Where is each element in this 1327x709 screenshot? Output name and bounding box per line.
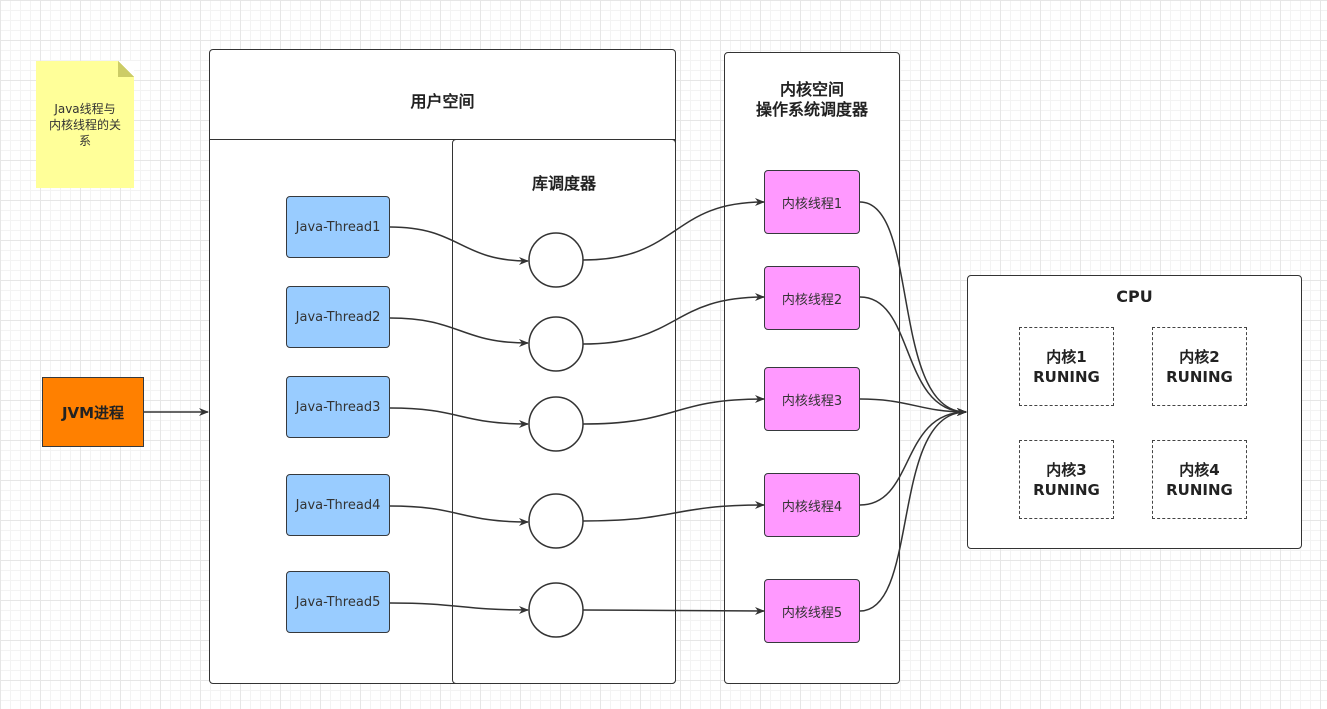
java-thread-1[interactable]: Java-Thread1 <box>286 196 390 258</box>
scheduler-slot-3[interactable] <box>528 396 584 452</box>
kernel-thread-label: 内核线程2 <box>781 292 843 308</box>
core-name: 内核1 <box>1046 347 1087 366</box>
kernel-thread-label: 内核线程4 <box>781 499 843 515</box>
user-space-title: 用户空间 <box>410 92 475 111</box>
kernel-thread-4-to-cpu-arrow <box>859 408 967 506</box>
java-thread-5[interactable]: Java-Thread5 <box>286 571 390 633</box>
kernel-thread-label: 内核线程3 <box>781 393 843 409</box>
kernel-thread-label: 内核线程1 <box>781 196 843 212</box>
kernel-space-title-line1: 内核空间 <box>779 80 844 99</box>
core-status: RUNING <box>1166 480 1233 499</box>
jvm-process-box[interactable]: JVM进程 <box>42 377 144 447</box>
library-scheduler-title: 库调度器 <box>531 174 596 193</box>
kernel-thread-5-to-cpu-arrow <box>859 408 967 612</box>
kernel-thread-1-to-cpu-arrow <box>859 201 967 416</box>
scheduler-to-kernel-thread-5-arrow <box>582 606 765 615</box>
java-thread-label: Java-Thread5 <box>295 594 381 610</box>
java-thread-label: Java-Thread1 <box>295 219 381 235</box>
core-status: RUNING <box>1033 367 1100 386</box>
java-thread-3[interactable]: Java-Thread3 <box>286 376 390 438</box>
note-line-2: 内核线程的关 <box>48 117 121 132</box>
java-thread-3-to-scheduler-arrow <box>389 407 529 428</box>
scheduler-to-kernel-thread-2-arrow <box>582 293 765 345</box>
scheduler-slot-2[interactable] <box>528 316 584 372</box>
java-thread-label: Java-Thread4 <box>295 497 381 513</box>
java-thread-4-to-scheduler-arrow <box>389 505 529 526</box>
scheduler-slot-5[interactable] <box>528 582 584 638</box>
kernel-thread-3-to-cpu-arrow <box>859 398 967 416</box>
core-status: RUNING <box>1033 480 1100 499</box>
cpu-core-3[interactable]: 内核3 RUNING <box>1019 440 1114 519</box>
note-text: Java线程与 内核线程的关 系 <box>49 101 121 149</box>
scheduler-slot-1[interactable] <box>528 232 584 288</box>
core-status: RUNING <box>1166 367 1233 386</box>
kernel-space-title-line2: 操作系统调度器 <box>755 100 868 119</box>
note-fold <box>118 61 134 77</box>
kernel-thread-5[interactable]: 内核线程5 <box>764 579 860 643</box>
scheduler-slot-4[interactable] <box>528 493 584 549</box>
sticky-note: Java线程与 内核线程的关 系 <box>36 61 134 188</box>
kernel-thread-4[interactable]: 内核线程4 <box>764 473 860 537</box>
kernel-thread-2-to-cpu-arrow <box>859 296 967 416</box>
cpu-title: CPU <box>1116 287 1153 306</box>
jvm-process-label: JVM进程 <box>61 403 125 422</box>
kernel-thread-1[interactable]: 内核线程1 <box>764 170 860 234</box>
kernel-thread-2[interactable]: 内核线程2 <box>764 266 860 330</box>
scheduler-to-kernel-thread-3-arrow <box>582 395 765 425</box>
cpu-core-1[interactable]: 内核1 RUNING <box>1019 327 1114 406</box>
kernel-space-title: 内核空间 操作系统调度器 <box>725 80 899 120</box>
java-thread-2-to-scheduler-arrow <box>389 317 529 347</box>
java-thread-label: Java-Thread2 <box>295 309 381 325</box>
core-name: 内核4 <box>1179 460 1220 479</box>
core-name: 内核2 <box>1179 347 1220 366</box>
java-thread-5-to-scheduler-arrow <box>389 602 529 614</box>
java-thread-label: Java-Thread3 <box>295 399 381 415</box>
cpu-core-4[interactable]: 内核4 RUNING <box>1152 440 1247 519</box>
java-thread-2[interactable]: Java-Thread2 <box>286 286 390 348</box>
core-name: 内核3 <box>1046 460 1087 479</box>
cpu-core-2[interactable]: 内核2 RUNING <box>1152 327 1247 406</box>
user-space-divider <box>209 139 676 140</box>
kernel-thread-label: 内核线程5 <box>781 605 843 621</box>
java-thread-1-to-scheduler-arrow <box>389 226 529 265</box>
scheduler-to-kernel-thread-4-arrow <box>582 501 765 522</box>
scheduler-to-kernel-thread-1-arrow <box>582 198 765 261</box>
java-thread-4[interactable]: Java-Thread4 <box>286 474 390 536</box>
note-line-1: Java线程与 <box>54 101 116 116</box>
note-line-3: 系 <box>78 133 91 148</box>
kernel-thread-3[interactable]: 内核线程3 <box>764 367 860 431</box>
